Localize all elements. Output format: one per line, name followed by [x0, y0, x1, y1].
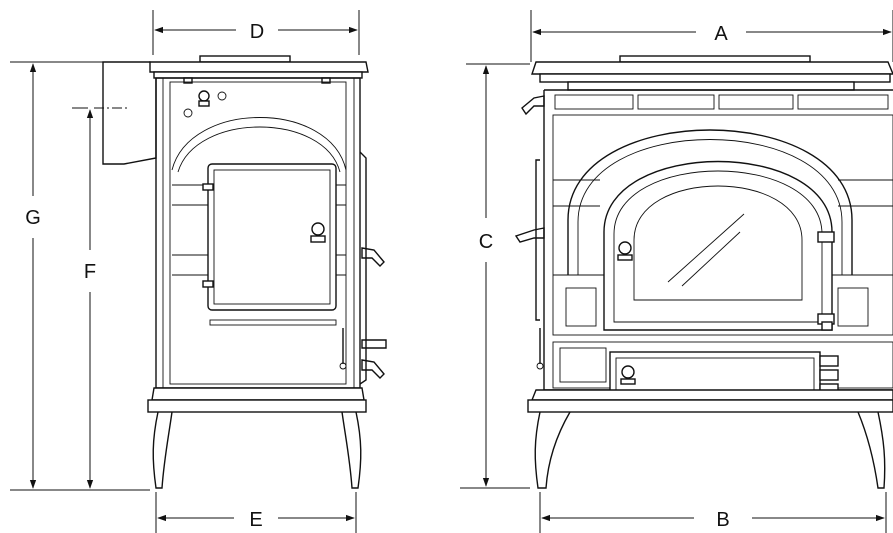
side-leg-left: [152, 411, 173, 489]
side-door-handle-icon: [311, 222, 325, 236]
side-view-stove: [102, 55, 387, 489]
front-view-stove: [514, 55, 893, 489]
side-top: [149, 61, 369, 73]
dimension-label-g: G: [25, 207, 41, 229]
dimension-label-c: C: [479, 231, 493, 253]
dimension-label-f: F: [84, 261, 96, 283]
dimension-label-d: D: [250, 21, 264, 43]
side-base-plate: [147, 399, 367, 413]
dimension-lines: [10, 10, 893, 533]
dimension-label-b: B: [716, 509, 729, 531]
front-door-handle-icon: [618, 241, 632, 255]
side-loading-door: [207, 163, 337, 311]
air-control-knob-icon: [198, 90, 210, 102]
side-leg-right: [341, 411, 362, 489]
dimension-label-e: E: [249, 509, 262, 531]
side-top-plate: [199, 55, 291, 63]
front-arch-outer: [567, 129, 853, 275]
dimension-label-a: A: [714, 23, 728, 45]
side-connector-upper-icon: [361, 247, 385, 267]
front-top-plate: [619, 55, 811, 63]
front-glass-door: [603, 160, 833, 331]
front-top: [531, 61, 893, 75]
flue-collar: [102, 61, 157, 165]
front-leg-left: [534, 411, 571, 489]
front-air-connector-upper-icon: [521, 95, 545, 116]
ash-drawer-handle-icon: [621, 365, 635, 379]
front-hinge-upper: [817, 231, 835, 243]
front-air-connector-lower-icon: [514, 227, 545, 243]
side-connector-lower-icon: [361, 359, 385, 379]
front-base-plate: [527, 399, 893, 413]
front-leg-right: [857, 411, 886, 489]
front-glass-window: [633, 185, 803, 301]
